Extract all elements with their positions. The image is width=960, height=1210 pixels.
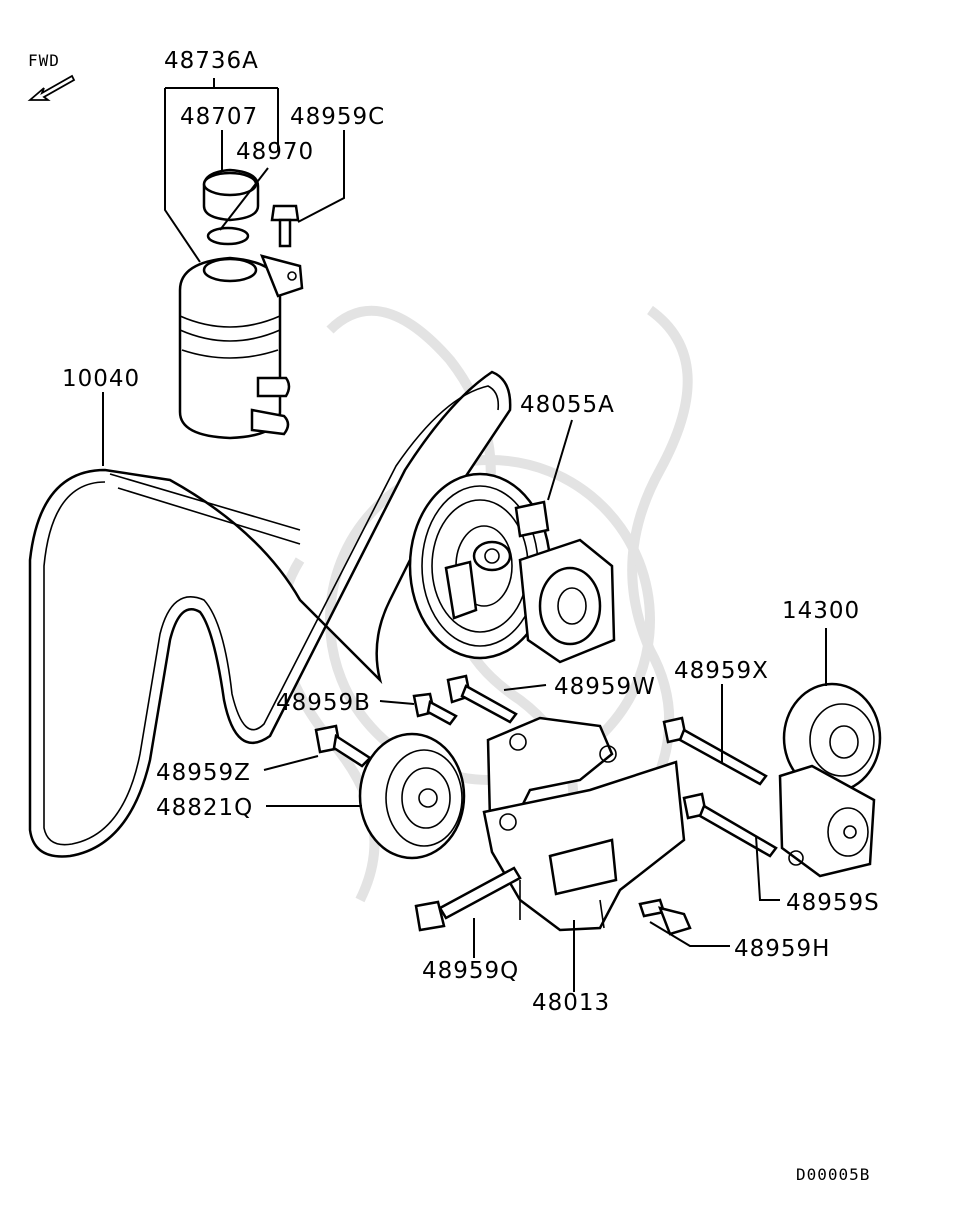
fwd-arrow-icon — [27, 74, 76, 101]
label-48959S: 48959S — [786, 890, 880, 916]
label-48959H: 48959H — [734, 936, 830, 962]
label-48736A: 48736A — [164, 48, 259, 74]
drive-belt — [28, 370, 512, 858]
label-10040: 10040 — [62, 366, 140, 392]
bolt-48959X — [662, 716, 768, 786]
bolt-48959S — [682, 792, 778, 858]
label-48970: 48970 — [236, 139, 314, 165]
label-48959C: 48959C — [290, 104, 385, 130]
label-48055A: 48055A — [520, 392, 615, 418]
bolt-48959B — [412, 692, 458, 726]
label-48959W: 48959W — [554, 674, 656, 700]
pump-bracket — [482, 716, 686, 932]
label-48707: 48707 — [180, 104, 258, 130]
label-48959X: 48959X — [674, 658, 769, 684]
label-14300: 14300 — [782, 598, 860, 624]
label-48821Q: 48821Q — [156, 795, 253, 821]
bolt-48959Z — [314, 724, 372, 768]
bolt-48959Q — [414, 866, 522, 932]
o-ring — [206, 226, 250, 246]
reservoir-bolt — [270, 204, 300, 248]
reservoir-tank — [178, 254, 304, 440]
power-steering-pump — [408, 472, 616, 664]
label-48013: 48013 — [532, 990, 610, 1016]
label-48959Z: 48959Z — [156, 760, 251, 786]
bolt-48959W — [446, 674, 518, 724]
auto-tensioner — [778, 682, 882, 878]
part-labels: 48736A 48707 48959C 48970 10040 48055A 1… — [62, 48, 880, 1016]
bolt-48959H — [638, 898, 692, 936]
reservoir-cap — [202, 168, 260, 222]
idler-pulley — [358, 732, 466, 860]
fwd-indicator: FWD — [27, 51, 76, 101]
label-48959Q: 48959Q — [422, 958, 519, 984]
label-48959B: 48959B — [276, 690, 371, 716]
fwd-label: FWD — [28, 51, 60, 70]
diagram-code: D00005B — [796, 1165, 870, 1184]
leader-lines — [102, 78, 827, 992]
